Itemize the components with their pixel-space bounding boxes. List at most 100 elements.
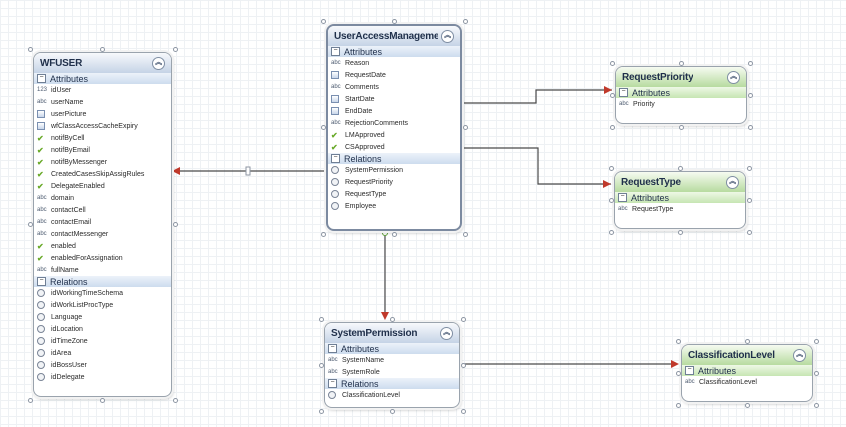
relations-section-header[interactable]: − Relations <box>328 153 460 164</box>
attribute-row[interactable]: ✔notifByMessenger <box>34 156 171 168</box>
resize-handle[interactable] <box>813 370 819 376</box>
minus-box-icon[interactable]: − <box>618 193 627 202</box>
attribute-row[interactable]: StartDate <box>328 93 460 105</box>
chevron-double-up-icon[interactable]: ︽ <box>152 56 165 70</box>
attribute-row[interactable]: ✔DelegateEnabled <box>34 180 171 192</box>
resize-handle[interactable] <box>172 222 178 227</box>
chevron-double-up-icon[interactable]: ︽ <box>440 326 453 340</box>
minus-box-icon[interactable]: − <box>328 379 337 388</box>
resize-handle[interactable] <box>813 338 819 344</box>
entity-header[interactable]: UserAccessManagement ︽ <box>328 26 460 46</box>
resize-handle[interactable] <box>462 125 468 130</box>
chevron-double-up-icon[interactable]: ︽ <box>441 29 454 43</box>
relation-row[interactable]: idWorkListProcType <box>34 299 171 311</box>
resize-handle[interactable] <box>460 316 466 322</box>
resize-handle[interactable] <box>744 338 750 344</box>
resize-handle[interactable] <box>677 229 683 235</box>
connector-useraccess-to-requestpriority[interactable] <box>459 89 612 104</box>
relation-row[interactable]: idArea <box>34 347 171 359</box>
resize-handle[interactable] <box>318 408 324 414</box>
resize-handle[interactable] <box>100 46 105 52</box>
relation-row[interactable]: idWorkingTimeSchema <box>34 287 171 299</box>
relation-row[interactable]: idDelegate <box>34 371 171 383</box>
attribute-row[interactable]: EndDate <box>328 105 460 117</box>
relation-row[interactable]: idBossUser <box>34 359 171 371</box>
resize-handle[interactable] <box>318 362 324 368</box>
relation-row[interactable]: ClassificationLevel <box>325 389 459 401</box>
connector-midpoint-handle[interactable] <box>245 166 251 176</box>
resize-handle[interactable] <box>27 46 33 52</box>
attributes-section-header[interactable]: − Attributes <box>325 343 459 354</box>
attributes-section-header[interactable]: − Attributes <box>682 365 812 376</box>
entity-header[interactable]: RequestType ︽ <box>615 172 745 192</box>
resize-handle[interactable] <box>678 124 684 130</box>
chevron-double-up-icon[interactable]: ︽ <box>726 175 739 189</box>
relation-row[interactable]: idTimeZone <box>34 335 171 347</box>
resize-handle[interactable] <box>389 316 395 322</box>
resize-handle[interactable] <box>747 92 753 98</box>
entity-header[interactable]: WFUSER ︽ <box>34 53 171 73</box>
connector-useraccess-to-requesttype[interactable] <box>459 147 611 185</box>
resize-handle[interactable] <box>389 408 395 414</box>
chevron-double-up-icon[interactable]: ︽ <box>793 348 806 362</box>
relations-section-header[interactable]: − Relations <box>34 276 171 287</box>
relation-row[interactable]: SystemPermission <box>328 164 460 176</box>
minus-box-icon[interactable]: − <box>331 154 340 163</box>
resize-handle[interactable] <box>608 229 614 235</box>
attribute-row[interactable]: RequestDate <box>328 69 460 81</box>
attributes-section-header[interactable]: − Attributes <box>616 87 746 98</box>
attributes-section-header[interactable]: − Attributes <box>34 73 171 84</box>
relation-row[interactable]: Language <box>34 311 171 323</box>
resize-handle[interactable] <box>746 165 752 171</box>
attribute-row[interactable]: wfClassAccessCacheExpiry <box>34 120 171 132</box>
attribute-row[interactable]: userPicture <box>34 108 171 120</box>
resize-handle[interactable] <box>747 124 753 130</box>
resize-handle[interactable] <box>675 402 681 408</box>
entity-header[interactable]: ClassificationLevel ︽ <box>682 345 812 365</box>
resize-handle[interactable] <box>27 397 33 403</box>
attribute-row[interactable]: ✔enabled <box>34 240 171 252</box>
attributes-section-header[interactable]: − Attributes <box>328 46 460 57</box>
entity-header[interactable]: SystemPermission ︽ <box>325 323 459 343</box>
resize-handle[interactable] <box>391 231 397 237</box>
attribute-row[interactable]: ✔CreatedCasesSkipAssigRules <box>34 168 171 180</box>
resize-handle[interactable] <box>608 197 614 203</box>
resize-handle[interactable] <box>460 408 466 414</box>
minus-box-icon[interactable]: − <box>685 366 694 375</box>
relations-section-header[interactable]: − Relations <box>325 378 459 389</box>
attribute-row[interactable]: ✔notifByCell <box>34 132 171 144</box>
resize-handle[interactable] <box>609 124 615 130</box>
attributes-section-header[interactable]: − Attributes <box>615 192 745 203</box>
resize-handle[interactable] <box>460 362 466 368</box>
chevron-double-up-icon[interactable]: ︽ <box>727 70 740 84</box>
relation-row[interactable]: RequestPriority <box>328 176 460 188</box>
resize-handle[interactable] <box>677 165 683 171</box>
resize-handle[interactable] <box>675 338 681 344</box>
resize-handle[interactable] <box>462 231 468 237</box>
resize-handle[interactable] <box>746 197 752 203</box>
resize-handle[interactable] <box>320 125 326 130</box>
resize-handle[interactable] <box>320 231 326 237</box>
resize-handle[interactable] <box>462 18 468 24</box>
minus-box-icon[interactable]: − <box>37 74 46 83</box>
relation-row[interactable]: RequestType <box>328 188 460 200</box>
minus-box-icon[interactable]: − <box>331 47 340 56</box>
connector-start-handle[interactable] <box>382 230 388 236</box>
resize-handle[interactable] <box>744 402 750 408</box>
attribute-row[interactable]: ✔notifByEmail <box>34 144 171 156</box>
